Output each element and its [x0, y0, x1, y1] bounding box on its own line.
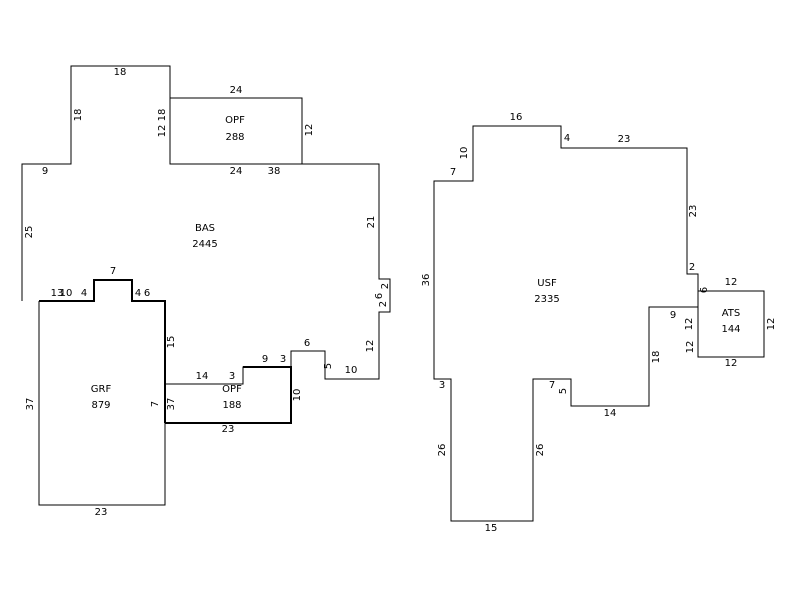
- dimension-label: 16: [510, 112, 523, 123]
- dimension-label: 14: [604, 408, 617, 419]
- dimension-label: 7: [150, 401, 161, 407]
- dimension-label: 18: [651, 351, 662, 364]
- dimension-label: 3: [439, 380, 445, 391]
- dimension-label: 26: [437, 444, 448, 457]
- dimension-label: 10: [459, 147, 470, 160]
- dimension-label: 15: [485, 523, 498, 534]
- usf-label: USF: [537, 278, 557, 289]
- usf-outline: [433, 125, 699, 522]
- grf-label: GRF: [91, 384, 112, 395]
- dimension-label: 18: [73, 109, 84, 122]
- dimension-label: 3: [280, 354, 286, 365]
- dimension-label: 7: [549, 380, 555, 391]
- dimension-label: 10: [345, 365, 358, 376]
- dimension-label: 5: [323, 363, 334, 369]
- dimension-label: 6: [699, 287, 710, 293]
- opf-top-label: OPF: [225, 115, 245, 126]
- opf-bottom-area: 188: [222, 400, 241, 411]
- dimension-label: 24: [230, 85, 243, 96]
- bas-area: 2445: [192, 239, 217, 250]
- dimension-label: 7: [110, 266, 116, 277]
- dimension-label: 4: [564, 133, 570, 144]
- dimension-label: 2: [689, 262, 695, 273]
- dimension-label: 12: [725, 277, 738, 288]
- dimension-label: 12: [766, 318, 777, 331]
- dimension-label: 12: [304, 124, 315, 137]
- dimension-label: 9: [262, 354, 268, 365]
- grf-bas-boundary: [39, 279, 166, 423]
- dimension-label: 21: [366, 216, 377, 229]
- dimension-label: 2: [380, 283, 391, 289]
- ats-label: ATS: [722, 308, 741, 319]
- dimension-label: 12: [725, 358, 738, 369]
- dimension-label: 13: [51, 288, 64, 299]
- dimension-label: 3: [229, 371, 235, 382]
- dimension-label: 23: [222, 424, 235, 435]
- dimension-label: 12: [685, 341, 696, 354]
- usf-area: 2335: [534, 294, 559, 305]
- ats-area: 144: [721, 324, 740, 335]
- dimension-label: 26: [535, 444, 546, 457]
- opf-bottom-label: OPF: [222, 384, 242, 395]
- dimension-label: 6: [374, 293, 385, 299]
- dimension-label: 15: [166, 336, 177, 349]
- dimension-label: 18: [114, 67, 127, 78]
- dimension-label: 4: [81, 288, 87, 299]
- dimension-label: 23: [688, 205, 699, 218]
- dimension-label: 10: [60, 288, 73, 299]
- dimension-label: 37: [166, 398, 177, 411]
- dimension-label: 23: [95, 507, 108, 518]
- dimension-label: 38: [268, 166, 281, 177]
- dimension-label: 12 18: [157, 109, 168, 138]
- dimension-label: 4: [135, 288, 141, 299]
- dimension-label: 6: [144, 288, 150, 299]
- bas-label: BAS: [195, 223, 215, 234]
- dimension-label: 10: [292, 389, 303, 402]
- dimension-label: 2: [378, 301, 389, 307]
- dimension-label: 14: [196, 371, 209, 382]
- dimension-label: 9: [42, 166, 48, 177]
- opf-top-outline: [169, 97, 303, 165]
- dimension-label: 25: [24, 226, 35, 239]
- dimension-label: 9: [670, 310, 676, 321]
- dimension-label: 37: [25, 398, 36, 411]
- dimension-label: 7: [450, 167, 456, 178]
- dimension-label: 24: [230, 166, 243, 177]
- dimension-label: 12: [365, 340, 376, 353]
- dimension-label: 5: [558, 388, 569, 394]
- opf-top-area: 288: [225, 132, 244, 143]
- dimension-label: 6: [304, 338, 310, 349]
- dimension-label: 12: [684, 318, 695, 331]
- dimension-label: 36: [421, 274, 432, 287]
- ats-outline: [697, 290, 765, 358]
- grf-area: 879: [91, 400, 110, 411]
- opf-bottom-boundary: [165, 366, 292, 424]
- dimension-label: 23: [618, 134, 631, 145]
